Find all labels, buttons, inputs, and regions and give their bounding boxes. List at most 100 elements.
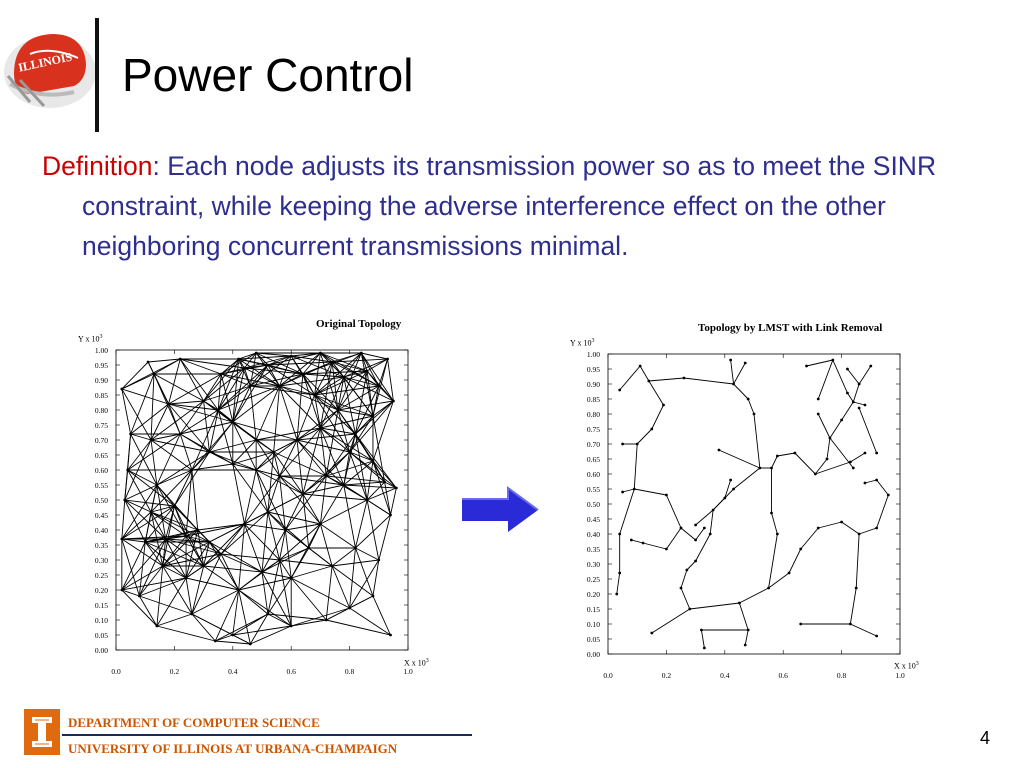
topology-link [279, 523, 321, 561]
topology-link [127, 469, 158, 486]
topology-link [302, 484, 344, 495]
topology-link [739, 587, 769, 604]
topology-link [162, 541, 210, 567]
topology-link [314, 376, 344, 396]
topology-link [168, 373, 222, 405]
topology-link [156, 451, 210, 486]
topology-link [302, 373, 344, 378]
topology-link [296, 409, 339, 441]
topology-node [846, 367, 849, 371]
topology-link [320, 427, 374, 462]
topology-link [209, 541, 222, 555]
topology-link [179, 358, 204, 402]
topology-link [144, 541, 187, 579]
topology-link [343, 376, 356, 435]
topology-link [203, 541, 210, 567]
topology-link [326, 607, 350, 621]
topology-link [209, 439, 257, 453]
topology-node [254, 468, 258, 472]
topology-link [636, 428, 653, 445]
topology-node [389, 633, 392, 637]
topology-link [150, 511, 167, 540]
chart1-xlabel-text: X x 10 [404, 658, 426, 668]
topology-node [155, 483, 159, 487]
topology-link [232, 634, 251, 645]
topology-link [343, 376, 379, 387]
topology-link [232, 364, 269, 423]
topology-link [343, 352, 362, 378]
y-tick-label: 0.90 [587, 380, 600, 389]
topology-link [712, 497, 726, 511]
chart2-ylabel-exp: 3 [591, 338, 595, 344]
topology-link [203, 400, 210, 453]
topology-link [238, 352, 257, 360]
topology-link [818, 521, 842, 529]
topology-node [208, 540, 211, 544]
topology-link [314, 394, 356, 435]
topology-link [139, 595, 193, 615]
topology-link [139, 565, 164, 597]
topology-node [143, 540, 147, 544]
y-tick-label: 0.65 [95, 451, 108, 460]
topology-link [279, 385, 298, 441]
topology-link [185, 577, 193, 615]
topology-link [372, 460, 397, 489]
topology-link [197, 529, 205, 567]
topology-link [326, 460, 374, 477]
topology-node [621, 490, 624, 494]
topology-node [213, 639, 217, 643]
topology-link [150, 373, 155, 441]
topology-link [191, 553, 222, 615]
topology-node [816, 526, 820, 530]
topology-link [127, 439, 152, 471]
plot-frame [607, 353, 901, 655]
x-tick-label: 0.6 [287, 667, 297, 676]
topology-link [162, 505, 175, 567]
topology-node [629, 538, 633, 542]
topology-node [348, 450, 351, 454]
topology-link [302, 373, 315, 396]
topology-link [255, 352, 304, 375]
topology-link [832, 359, 848, 394]
topology-link [180, 358, 222, 375]
topology-node [120, 588, 124, 592]
topology-link [267, 475, 280, 513]
topology-node [319, 426, 322, 430]
topology-node [635, 442, 639, 446]
topology-link [651, 404, 664, 430]
topology-link [279, 427, 321, 477]
topology-link [639, 365, 650, 382]
topology-link [343, 460, 374, 486]
topology-node [875, 451, 879, 455]
topology-link [121, 565, 163, 591]
topology-link [244, 511, 269, 525]
topology-node [717, 448, 721, 452]
topology-link [150, 511, 210, 543]
topology-link [279, 475, 286, 531]
topology-node [848, 460, 852, 464]
topology-link [121, 538, 166, 591]
y-tick-label: 0.35 [95, 541, 108, 550]
topology-link [203, 523, 245, 567]
topology-link [220, 373, 251, 387]
topology-node [152, 372, 156, 376]
y-tick-label: 0.55 [587, 485, 600, 494]
topology-node [254, 438, 258, 442]
topology-link [153, 358, 181, 375]
topology-node [615, 592, 619, 596]
topology-link [355, 547, 380, 561]
topology-link [217, 358, 240, 411]
topology-link [191, 451, 210, 471]
topology-node [621, 442, 624, 446]
topology-node [272, 450, 276, 454]
topology-link [354, 433, 368, 501]
topology-link [179, 358, 219, 411]
topology-node [330, 360, 334, 364]
topology-node [679, 526, 683, 530]
topology-link [768, 572, 790, 589]
topology-node [248, 384, 252, 388]
topology-link [203, 565, 239, 591]
y-tick-label: 0.25 [587, 575, 600, 584]
topology-link [162, 553, 222, 567]
topology-node [767, 586, 770, 590]
